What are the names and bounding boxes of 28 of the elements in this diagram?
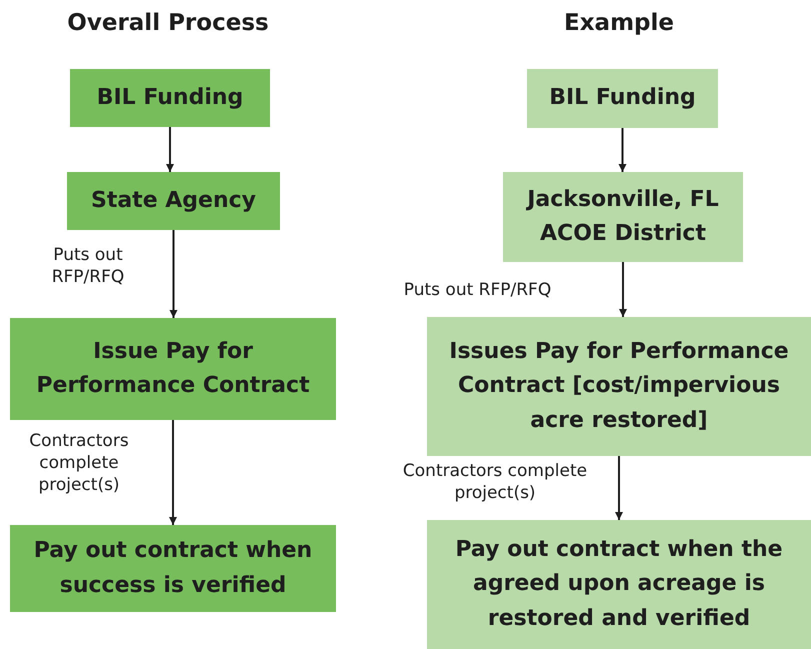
process-box bbox=[67, 172, 280, 230]
box-label: State Agency bbox=[90, 186, 256, 215]
arrow bbox=[169, 420, 177, 525]
box-label: Pay out contract when success is verified bbox=[32, 537, 314, 600]
edge-label: Puts out RFP/RFQ bbox=[402, 279, 552, 302]
arrow bbox=[166, 127, 174, 172]
process-box bbox=[70, 69, 270, 127]
process-box bbox=[503, 172, 743, 262]
box-label: Jacksonville, FL ACOE District bbox=[525, 186, 720, 248]
box-label: BIL Funding bbox=[96, 84, 244, 112]
process-box bbox=[427, 317, 811, 456]
box-label: Issue Pay for Performance Contract bbox=[35, 338, 311, 400]
arrow bbox=[615, 456, 623, 520]
arrow bbox=[619, 262, 627, 317]
column-heading: Overall Process bbox=[66, 10, 270, 36]
arrow bbox=[170, 230, 178, 318]
edge-label: Contractors complete project(s) bbox=[402, 460, 588, 504]
edge-label: Puts out RFP/RFQ bbox=[50, 244, 126, 288]
column-heading: Example bbox=[563, 10, 675, 36]
arrow bbox=[618, 128, 626, 172]
box-label: BIL Funding bbox=[549, 84, 696, 112]
box-label: Issues Pay for Performance Contract [cost/impervious acre restored] bbox=[448, 338, 790, 435]
process-box bbox=[427, 520, 811, 649]
process-box bbox=[10, 525, 336, 612]
box-label: Pay out contract when the agreed upon acreage is restored and verified bbox=[454, 536, 784, 633]
process-box bbox=[10, 318, 336, 420]
process-box bbox=[527, 69, 718, 128]
edge-label: Contractors complete project(s) bbox=[28, 430, 130, 496]
